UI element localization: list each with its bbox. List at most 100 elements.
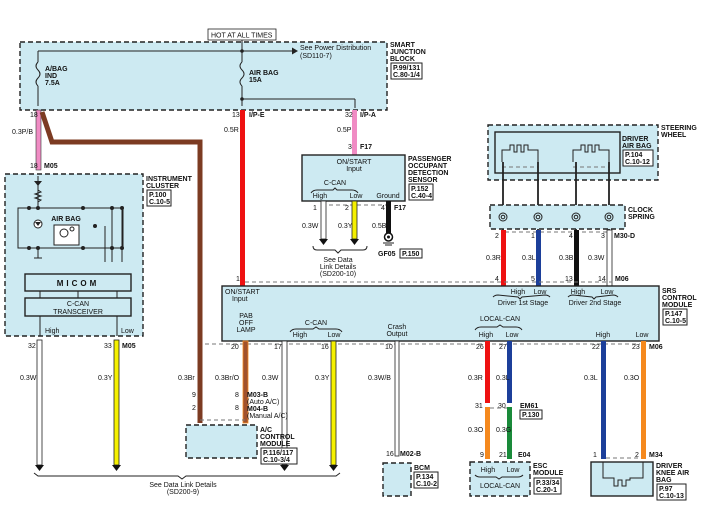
pods-low: Low	[350, 193, 364, 200]
esc-pin-9: 9	[480, 452, 484, 459]
ground-ref-box[interactable]	[399, 248, 423, 259]
cluster-ref-conn[interactable]: C.10-5	[149, 199, 170, 206]
wire-brown-br	[39, 111, 203, 423]
see-power-distribution[interactable]: See Power Distribution	[300, 45, 371, 52]
see-power-distribution-ref[interactable]: (SD110-7)	[300, 53, 332, 60]
driver-airbag-ref-box[interactable]	[622, 149, 654, 167]
transceiver-label: C-CAN	[67, 301, 89, 308]
clock-spring-coil-icon	[498, 212, 614, 222]
wire-white-cluster-high	[36, 339, 43, 466]
srs-input: ON/START	[225, 289, 260, 296]
pin-1-srs: 1	[236, 276, 240, 283]
knee-ref-conn[interactable]: C.10-13	[659, 493, 684, 500]
ac-pin-2: 2	[192, 405, 196, 412]
srs-pin-17: 17	[274, 344, 282, 351]
ac-ref-page[interactable]: P.116/117	[263, 450, 293, 457]
pin-18-top: 18	[30, 112, 38, 119]
connector-m05-bottom: M05	[122, 343, 136, 350]
srs-driver2-low: Low	[601, 289, 615, 296]
em61-ref-box[interactable]	[519, 409, 543, 420]
cs-wire-r: 0.3R	[486, 255, 501, 262]
pods-wire-w: 0.3W	[302, 223, 319, 230]
pods-see-data[interactable]: See Data	[323, 257, 352, 264]
pods-pin-1: 1	[313, 205, 317, 212]
driver-airbag-ref-conn[interactable]: C.10-12	[625, 159, 650, 166]
esc-high: High	[481, 467, 496, 474]
ground-ref[interactable]: P.150	[402, 251, 419, 258]
clock-spring-title: CLOCK	[628, 207, 653, 214]
sjb-ref-conn[interactable]: C.80-1/4	[393, 72, 420, 79]
wire-black-driver2-high	[574, 230, 579, 286]
driver-airbag-ref-page[interactable]: P.104	[625, 152, 642, 159]
sjb-ref-page[interactable]: P.99/131	[393, 65, 420, 72]
connector-ip-e: I/P-E	[249, 112, 265, 119]
bcm-ref-conn[interactable]: C.10-2	[416, 481, 437, 488]
sjb-title: SMART	[390, 42, 416, 49]
pods-wire-b: 0.5B	[372, 223, 387, 230]
srs-driver1-high: High	[511, 289, 526, 296]
wire-green-esc-low	[507, 407, 512, 459]
srs-pin-27: 27	[499, 344, 507, 351]
bottom-see-data-2[interactable]: (SD200-9)	[167, 489, 199, 496]
esc-pin-21: 21	[499, 452, 507, 459]
steering-wheel-title-2: WHEEL	[661, 132, 687, 139]
srs-ref-box[interactable]	[662, 308, 688, 326]
esc-ref-page[interactable]: P.33/34	[536, 480, 559, 487]
cluster-low: Low	[121, 328, 135, 335]
srs-ccan-high: High	[293, 332, 308, 339]
esc-ref-box[interactable]	[533, 477, 562, 495]
bottom-see-data[interactable]: See Data Link Details	[149, 482, 217, 489]
driver-knee-air-bag	[590, 461, 654, 497]
knee-title-3: BAG	[656, 477, 672, 484]
fuse-abag-label: A/BAG	[45, 66, 68, 73]
ac-pin-8a: 8	[235, 392, 239, 399]
knee-wire-o: 0.3O	[624, 375, 640, 382]
bcm-ref-box[interactable]	[413, 471, 439, 489]
pods-pin-2: 2	[345, 205, 349, 212]
esc-title-2: MODULE	[533, 470, 564, 477]
srs-wire-wb: 0.3W/B	[368, 375, 391, 382]
bcm-ref-page[interactable]: P.134	[416, 474, 433, 481]
cs-wire-l: 0.3L	[522, 255, 536, 262]
esc-wire-o: 0.3O	[468, 427, 484, 434]
pods-pin-4: 4	[381, 205, 385, 212]
cs-pin-4: 4	[569, 233, 573, 240]
pods-see-data-3[interactable]: (SD200-10)	[320, 271, 356, 278]
wire-red-05r	[240, 110, 245, 286]
wire-yellow-cluster-low	[113, 339, 120, 466]
knee-ref-page[interactable]: P.97	[659, 486, 673, 493]
pods-title-4: SENSOR	[408, 177, 438, 184]
pods-see-data-2[interactable]: Link Details	[320, 264, 357, 271]
em61-pin-31: 31	[475, 403, 483, 410]
connector-m03-b: M03-B	[247, 392, 268, 399]
wire-orange-knee-low	[641, 341, 646, 459]
ac-ref-conn[interactable]: C.10-3/4	[263, 457, 290, 464]
srs-ref-conn[interactable]: C.10-5	[665, 318, 686, 325]
srs-ref-page[interactable]: P.147	[665, 311, 682, 318]
pods-ref-box[interactable]	[408, 183, 434, 201]
wire-blue-driver-low	[536, 230, 541, 286]
pods-ref-conn[interactable]: C.40-4	[411, 193, 432, 200]
esc-title: ESC	[533, 463, 547, 470]
cluster-airbag-label: AIR BAG	[51, 216, 81, 223]
cluster-ref-page[interactable]: P.100	[149, 192, 166, 199]
connector-m04-b-note: (Manual A/C)	[247, 413, 288, 420]
transceiver-label-2: TRANSCEIVER	[53, 309, 103, 316]
em61-ref[interactable]: P.130	[522, 412, 539, 419]
wire-label-05r: 0.5R	[224, 127, 239, 134]
clock-spring-title-2: SPRING	[628, 214, 655, 221]
ccan-transceiver-block	[24, 297, 132, 317]
pin-18-bottom: 18	[30, 163, 38, 170]
pods-ref-page[interactable]: P.152	[411, 186, 428, 193]
cluster-ref-box[interactable]	[146, 189, 172, 207]
ac-ref-box[interactable]	[260, 447, 298, 465]
srs-crash: Crash	[388, 324, 407, 331]
esc-ref-conn[interactable]: C.20-1	[536, 487, 557, 494]
pin-3: 3	[348, 144, 352, 151]
connector-f17-bottom: F17	[394, 205, 406, 212]
connector-f17-top: F17	[360, 144, 372, 151]
ac-pin-9: 9	[192, 392, 196, 399]
knee-ref-box[interactable]	[656, 483, 687, 501]
sjb-ref-box[interactable]	[390, 62, 423, 80]
bcm-module	[382, 462, 412, 497]
